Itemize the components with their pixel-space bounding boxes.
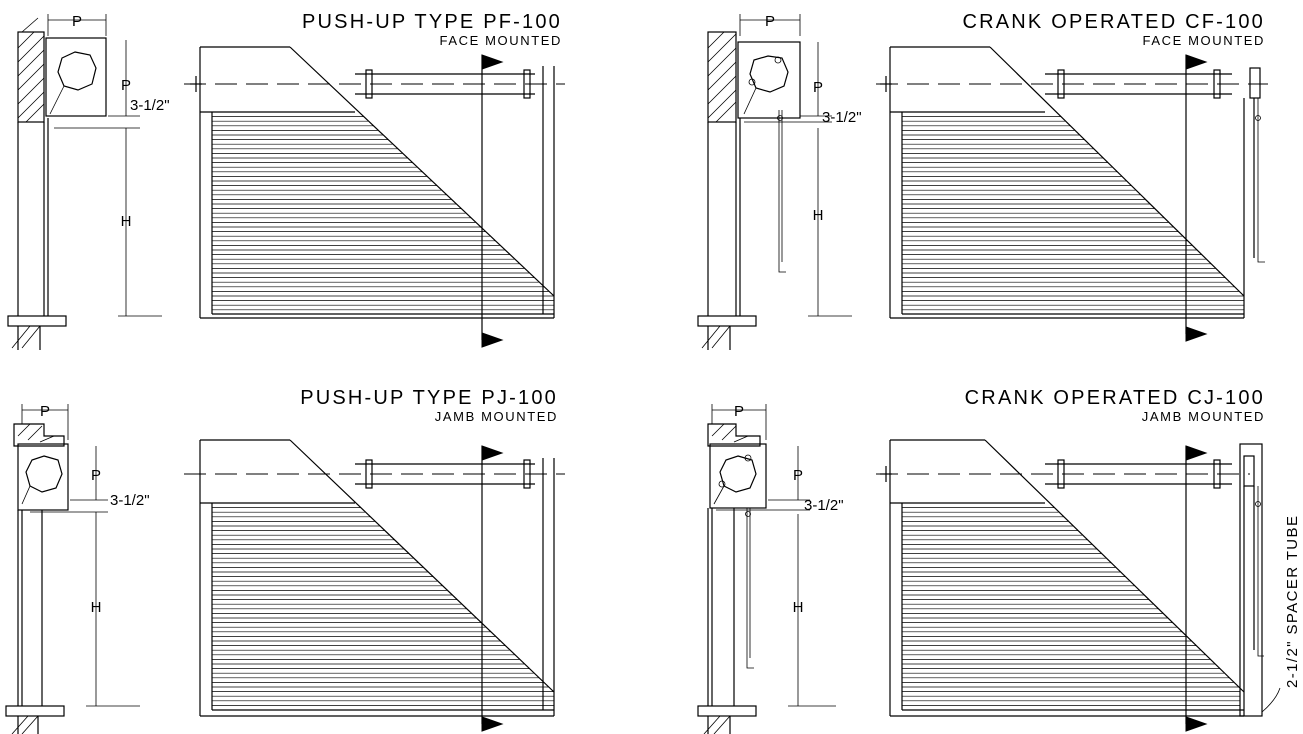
hood-box: [737, 41, 801, 119]
dim-h: H: [813, 207, 824, 224]
spacer-tube-label: 2-1/2" SPACER TUBE: [1284, 515, 1301, 688]
coil-drum: [57, 51, 97, 91]
front-elevation: [876, 439, 1281, 732]
bracket-collar: [523, 69, 531, 99]
dim-clearance: 3-1/2": [110, 492, 150, 509]
dim-h: H: [793, 599, 804, 616]
panel-title: CRANK OPERATED CF-100: [962, 11, 1265, 33]
dim-clearance: 3-1/2": [822, 109, 862, 126]
break-line: [21, 17, 39, 33]
hood-box: [17, 443, 69, 511]
hood-box: [709, 443, 767, 509]
curtain-slats: [902, 507, 1240, 706]
front-elevation: [184, 46, 565, 348]
curtain-slats: [212, 507, 554, 706]
leader-line: [1261, 687, 1281, 713]
panel-subtitle: JAMB MOUNTED: [435, 409, 558, 424]
coil-drum: [25, 455, 63, 493]
coil-drum: [749, 55, 789, 93]
hood-box: [45, 37, 107, 117]
dim-p: P: [813, 79, 823, 96]
dim-p: P: [793, 467, 803, 484]
side-section: P P 3-1/2" H: [697, 403, 844, 734]
dim-h: H: [91, 599, 102, 616]
wall-header: [707, 423, 761, 447]
wall-hatch: [17, 31, 45, 123]
dim-p: P: [40, 403, 50, 420]
gearbox: [1243, 455, 1255, 487]
front-elevation: [876, 46, 1268, 342]
gearbox: [1249, 67, 1261, 99]
curtain-slats: [902, 116, 1244, 311]
panel-subtitle: FACE MOUNTED: [1143, 33, 1265, 48]
dim-clearance: 3-1/2": [130, 97, 170, 114]
side-section: P P 3-1/2" H: [5, 403, 150, 734]
panel-pf100: PUSH-UP TYPE PF-100 FACE MOUNTED: [7, 11, 565, 350]
dim-p: P: [734, 403, 744, 420]
panel-title: PUSH-UP TYPE PJ-100: [300, 387, 558, 409]
crank-handle: [778, 265, 786, 273]
curtain-slats: [212, 116, 554, 311]
panel-title: PUSH-UP TYPE PF-100: [302, 11, 562, 33]
wall-header: [13, 423, 65, 447]
curtain-line: [49, 85, 65, 115]
spacer-tube: [1239, 443, 1263, 717]
bracket-collar: [365, 69, 373, 99]
dim-h: H: [121, 213, 132, 230]
wall-header: [707, 31, 737, 123]
side-section: P P 3-1/2" H: [7, 13, 170, 350]
dim-p: P: [121, 77, 131, 94]
section-arrow: [481, 54, 504, 70]
panel-cj100: CRANK OPERATED CJ-100 JAMB MOUNTED P P: [697, 387, 1301, 734]
coil-drum: [719, 455, 757, 493]
dim-p: P: [72, 13, 82, 30]
panel-title: CRANK OPERATED CJ-100: [965, 387, 1265, 409]
panel-subtitle: FACE MOUNTED: [440, 33, 562, 48]
front-elevation: [184, 439, 565, 732]
section-arrow: [481, 332, 504, 348]
side-section: P P 3-1/2" H: [697, 13, 862, 350]
floor-slab: [7, 315, 67, 327]
dim-p: P: [91, 467, 101, 484]
dim-p: P: [765, 13, 775, 30]
panel-cf100: CRANK OPERATED CF-100 FACE MOUNTED: [697, 11, 1268, 350]
panel-pj100: PUSH-UP TYPE PJ-100 JAMB MOUNTED P P 3-1…: [5, 387, 565, 734]
dim-clearance: 3-1/2": [804, 497, 844, 514]
panel-subtitle: JAMB MOUNTED: [1142, 409, 1265, 424]
